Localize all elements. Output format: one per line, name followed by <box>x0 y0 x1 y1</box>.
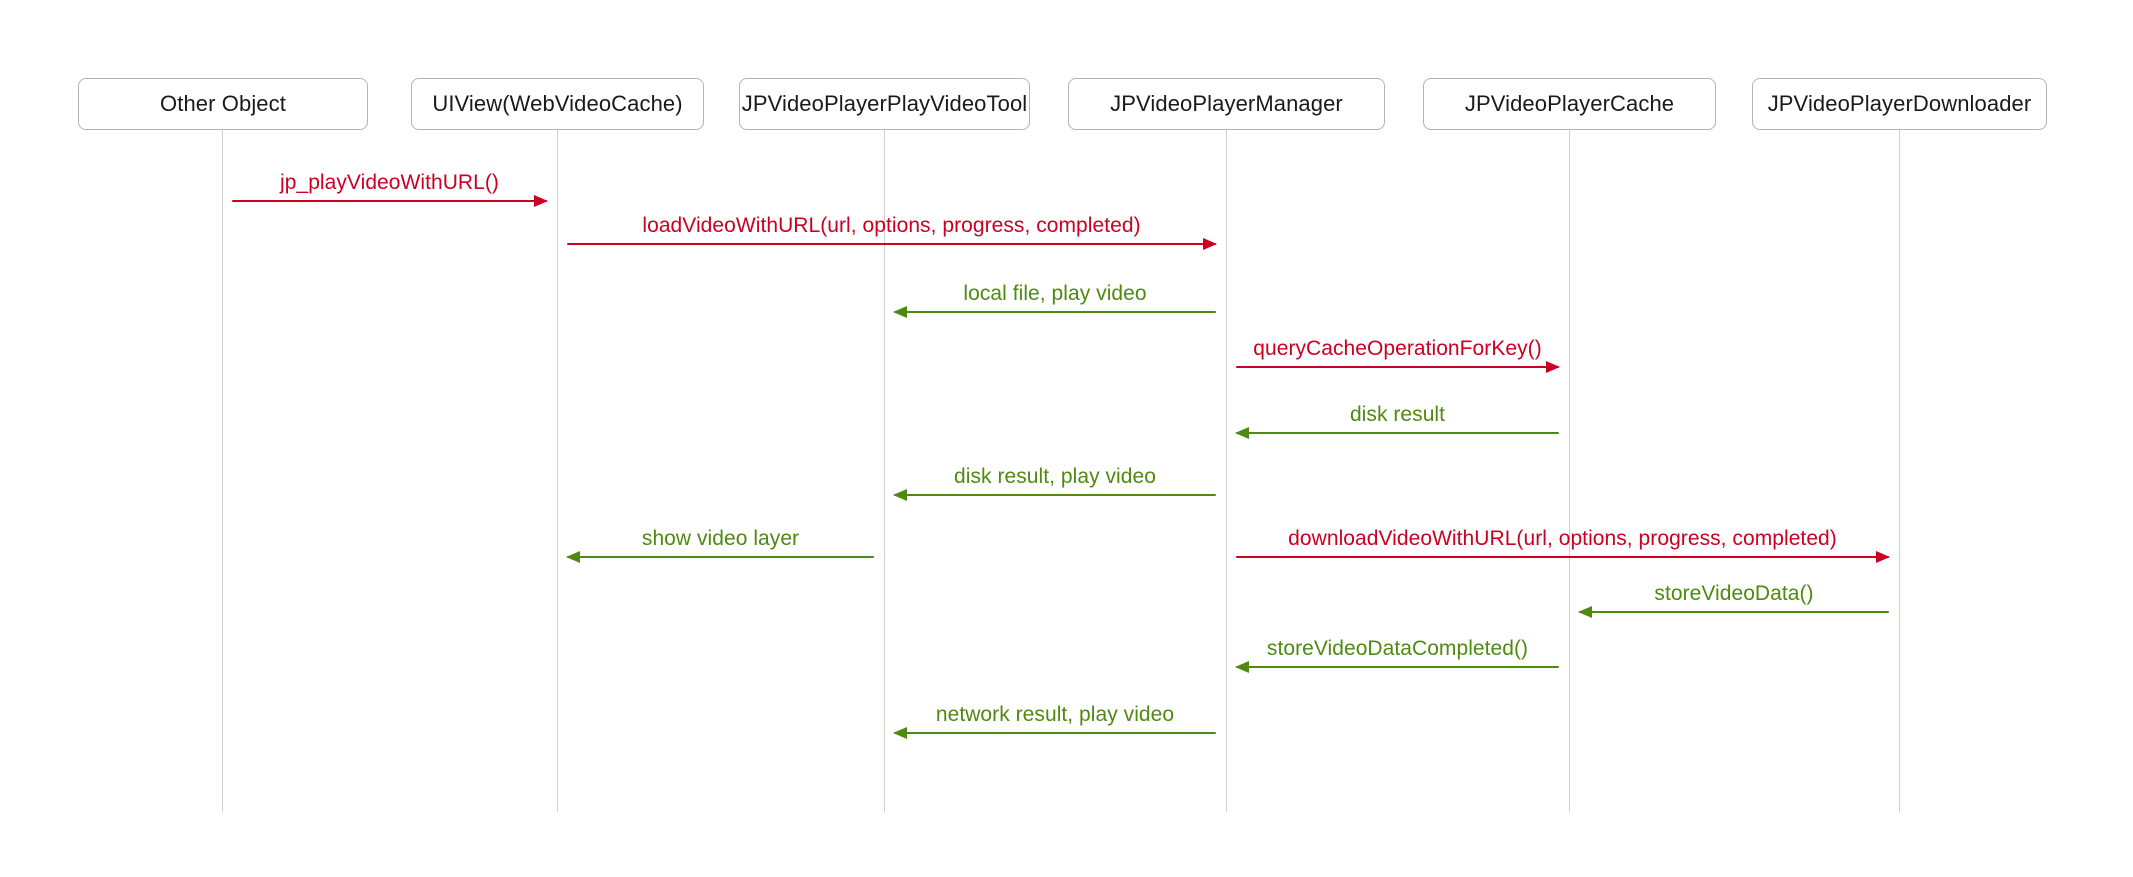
message-line <box>1579 611 1889 613</box>
message-label: disk result <box>1349 403 1446 426</box>
message-line <box>567 243 1216 245</box>
participant-label: JPVideoPlayerPlayVideoTool <box>741 91 1028 116</box>
arrowhead-left-icon <box>1235 427 1249 439</box>
arrowhead-right-icon <box>1546 361 1560 373</box>
message-line <box>567 556 874 558</box>
message-label: storeVideoData() <box>1654 582 1814 605</box>
lifeline-jpvideoplayerplayvideotool <box>884 130 885 812</box>
message-line <box>232 200 547 202</box>
message-label: downloadVideoWithURL(url, options, progr… <box>1288 527 1837 550</box>
message-line <box>894 732 1216 734</box>
message-label: storeVideoDataCompleted() <box>1266 637 1529 660</box>
participant-label: UIView(WebVideoCache) <box>432 91 683 116</box>
arrowhead-left-icon <box>893 306 907 318</box>
message-label: show video layer <box>641 527 800 550</box>
lifeline-jpvideoplayercache <box>1569 130 1570 812</box>
participant-label: JPVideoPlayerManager <box>1110 91 1343 116</box>
participant-jpvideoplayermanager[interactable]: JPVideoPlayerManager <box>1068 78 1385 130</box>
arrowhead-left-icon <box>1235 661 1249 673</box>
message-line <box>1236 366 1559 368</box>
participant-uiview-webvideocache[interactable]: UIView(WebVideoCache) <box>411 78 704 130</box>
participant-jpvideoplayerplayvideotool[interactable]: JPVideoPlayerPlayVideoTool <box>739 78 1030 130</box>
message-label: network result, play video <box>935 703 1175 726</box>
participant-jpvideoplayerdownloader[interactable]: JPVideoPlayerDownloader <box>1752 78 2047 130</box>
participant-label: JPVideoPlayerDownloader <box>1767 91 2032 116</box>
arrowhead-left-icon <box>1578 606 1592 618</box>
arrowhead-right-icon <box>1203 238 1217 250</box>
lifeline-jpvideoplayerdownloader <box>1899 130 1900 812</box>
message-label: jp_playVideoWithURL() <box>280 171 499 194</box>
arrowhead-right-icon <box>1876 551 1890 563</box>
arrowhead-left-icon <box>566 551 580 563</box>
arrowhead-left-icon <box>893 727 907 739</box>
message-label: local file, play video <box>963 282 1147 305</box>
lifeline-uiview-webvideocache <box>557 130 558 812</box>
message-label: queryCacheOperationForKey() <box>1253 337 1542 360</box>
arrowhead-right-icon <box>534 195 548 207</box>
message-label: disk result, play video <box>954 465 1156 488</box>
lifeline-jpvideoplayermanager <box>1226 130 1227 812</box>
message-line <box>894 311 1216 313</box>
lifeline-other-object <box>222 130 223 812</box>
arrowhead-left-icon <box>893 489 907 501</box>
message-line <box>894 494 1216 496</box>
message-line <box>1236 432 1559 434</box>
participant-other-object[interactable]: Other Object <box>78 78 368 130</box>
participant-label: Other Object <box>160 91 286 116</box>
message-line <box>1236 666 1559 668</box>
message-line <box>1236 556 1889 558</box>
participant-label: JPVideoPlayerCache <box>1464 91 1675 116</box>
participant-jpvideoplayercache[interactable]: JPVideoPlayerCache <box>1423 78 1716 130</box>
message-label: loadVideoWithURL(url, options, progress,… <box>642 214 1141 237</box>
